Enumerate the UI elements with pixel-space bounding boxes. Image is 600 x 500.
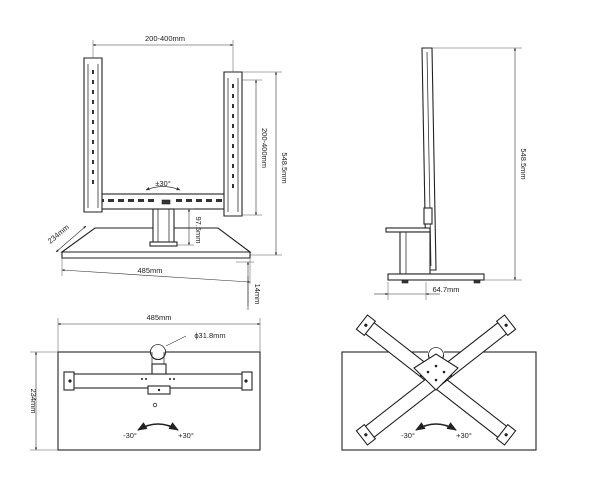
top-depth-dimension (30, 351, 58, 451)
top-column-circle (149, 340, 167, 364)
swivel-rotate-left-label: -30° (401, 431, 415, 440)
front-total-height-dimension (242, 71, 282, 256)
top-rotate-right-label: +30° (178, 431, 194, 440)
front-left-upright (83, 57, 103, 213)
side-offset-dimension (374, 282, 440, 300)
front-width-dimension (92, 40, 234, 72)
side-offset-label: 64.7mm (432, 285, 459, 294)
side-height-dimension (432, 47, 522, 281)
side-column (399, 231, 431, 275)
top-width-label: 485mm (146, 313, 171, 322)
top-depth-label: 234mm (29, 388, 38, 413)
top-rotation-arrow (137, 422, 179, 431)
top-rotate-left-label: -30° (123, 431, 137, 440)
front-view: ±30° 200-400mm 200-400mm 548.5mm 97. (46, 34, 289, 310)
front-height-dimension (242, 79, 262, 216)
front-rotation-label: ±30° (155, 179, 170, 188)
swivel-rotation-arrow (415, 422, 457, 431)
front-column (149, 208, 178, 247)
front-height-label: 200-400mm (260, 128, 269, 168)
side-height-label: 548.5mm (519, 148, 528, 179)
side-shelf (385, 207, 433, 233)
side-view: 548.5mm 64.7mm (374, 47, 528, 300)
front-base-thickness-dimension (236, 261, 254, 310)
front-right-upright (223, 71, 243, 217)
front-width-label: 200-400mm (145, 34, 185, 43)
swivel-view: -30° +30° (341, 314, 537, 451)
front-base-width-dimension (61, 258, 251, 284)
front-base-width-label: 485mm (137, 266, 162, 275)
top-bracket-bar (63, 363, 253, 408)
top-width-dimension (57, 318, 261, 352)
front-rotation-arrow (145, 186, 181, 191)
front-column-dimension (174, 208, 194, 246)
swivel-rotate-right-label: +30° (456, 431, 472, 440)
side-base (387, 273, 485, 284)
front-horizontal-bracket (91, 193, 241, 210)
top-diameter-label: ϕ31.8mm (194, 331, 225, 340)
top-view: ϕ31.8mm -30° +30° 485mm (29, 313, 261, 451)
swivel-hub (413, 340, 459, 391)
front-column-label: 97.5mm (194, 216, 203, 243)
front-depth-dimension (55, 225, 87, 253)
front-base-thickness-label: 14mm (253, 284, 262, 305)
front-total-height-label: 548.5mm (280, 152, 289, 183)
